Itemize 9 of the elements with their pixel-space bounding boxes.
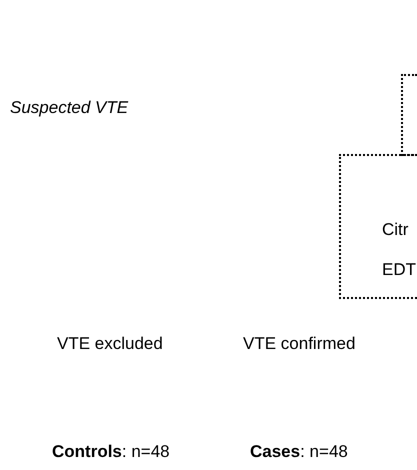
group-label: VTE excluded: [57, 334, 163, 354]
dotted-panel: [339, 154, 417, 299]
input-label: Suspected VTE: [10, 98, 128, 118]
panel-label: Citr: [382, 220, 408, 240]
group-label: VTE confirmed: [243, 334, 356, 354]
count-label: Controls: n=48: [52, 442, 170, 462]
dotted-box: [401, 74, 417, 156]
count-label: Cases: n=48: [250, 442, 348, 462]
panel-label: EDT: [382, 260, 416, 280]
